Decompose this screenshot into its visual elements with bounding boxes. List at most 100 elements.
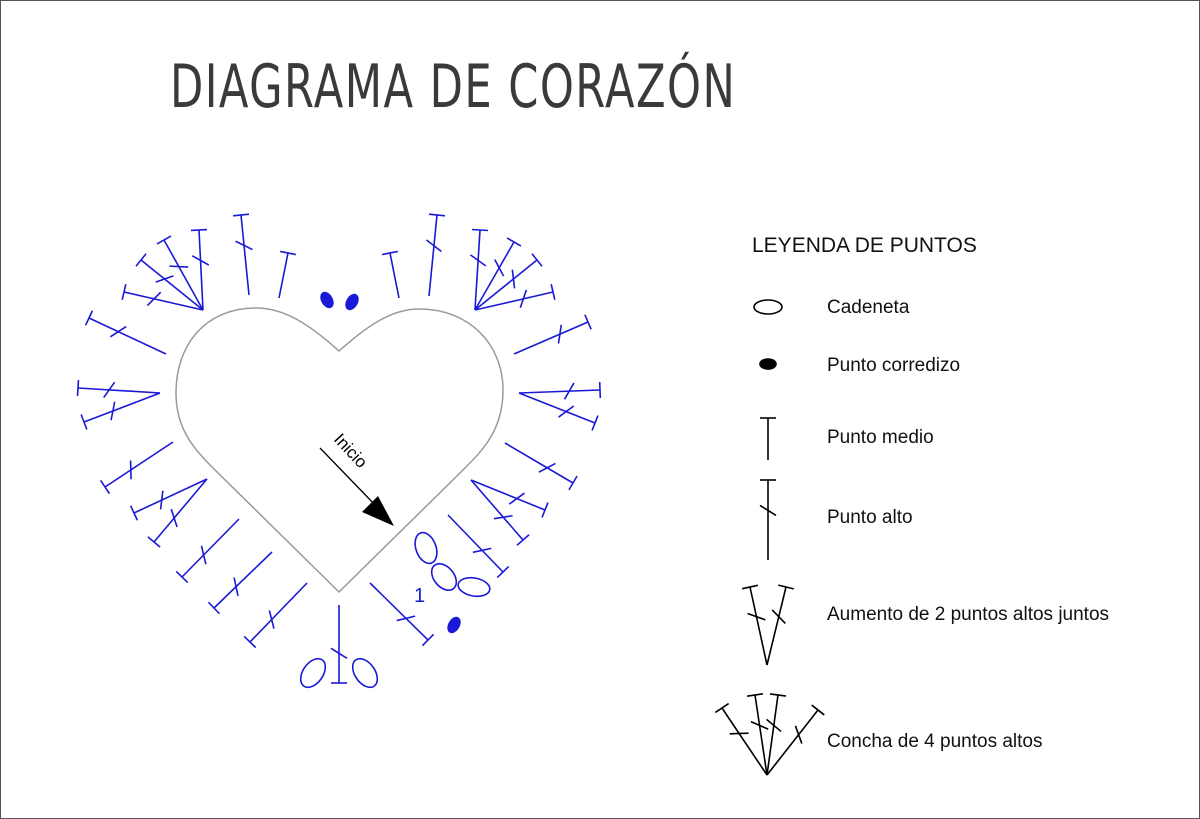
legend-title: LEYENDA DE PUNTOS bbox=[752, 234, 977, 257]
stitch-top-bar bbox=[129, 505, 139, 521]
stitch-post bbox=[428, 214, 438, 297]
stitch-crossbar bbox=[538, 462, 556, 473]
stitch-top-bar bbox=[568, 475, 578, 491]
stitch-top-bar bbox=[279, 250, 297, 256]
stitch-top-bar bbox=[121, 284, 127, 300]
stitch-post bbox=[213, 551, 273, 609]
stitch-crossbar bbox=[563, 382, 575, 400]
stitch-crossbar bbox=[200, 545, 207, 565]
stitch-top-bar bbox=[190, 228, 208, 232]
stitch-crossbar bbox=[159, 490, 164, 510]
stitch-top-bar bbox=[516, 534, 530, 546]
stitch-crossbar bbox=[268, 610, 275, 629]
stitch-top-bar bbox=[156, 235, 172, 245]
double-stitch bbox=[426, 213, 446, 297]
stitch-top-bar bbox=[584, 314, 592, 330]
double-stitch bbox=[99, 441, 174, 495]
shell-stitch bbox=[469, 228, 489, 311]
legend-label-shell: Concha de 4 puntos altos bbox=[827, 731, 1043, 752]
stitch-crossbar bbox=[103, 381, 116, 399]
stitch-crossbar bbox=[170, 508, 178, 528]
stitch-top-bar bbox=[778, 584, 794, 590]
stitch-crossbar bbox=[235, 240, 253, 251]
increase-stitch bbox=[470, 479, 530, 546]
chain-icon bbox=[753, 299, 783, 315]
stitch-top-bar bbox=[746, 693, 764, 697]
increase-stitch bbox=[518, 392, 599, 431]
legend-label-double: Punto alto bbox=[827, 507, 913, 528]
increase-stitch bbox=[76, 379, 161, 399]
stitch-top-bar bbox=[80, 414, 88, 430]
stitch-post bbox=[470, 479, 546, 511]
double-stitch bbox=[504, 442, 578, 491]
stitch-post bbox=[754, 694, 768, 776]
shell-stitch bbox=[474, 284, 556, 311]
stitch-crossbar bbox=[146, 291, 162, 307]
stitch-crossbar bbox=[747, 612, 766, 621]
stitch-top-bar bbox=[76, 379, 80, 397]
stitch-crossbar bbox=[759, 504, 777, 517]
shell-stitch bbox=[156, 235, 204, 311]
stitch-top-bar bbox=[243, 635, 257, 649]
stitch-crossbar bbox=[155, 275, 174, 283]
stitch-crossbar bbox=[557, 324, 563, 344]
double-stitch bbox=[330, 605, 348, 684]
half-double-stitch-icon bbox=[760, 417, 776, 460]
shell-icon bbox=[746, 693, 769, 776]
stitch-crossbar bbox=[109, 325, 127, 338]
stitch-top-bar bbox=[550, 284, 556, 300]
page-title: DIAGRAMA DE CORAZÓN bbox=[170, 52, 737, 122]
stitch-post bbox=[77, 387, 161, 394]
shell-icon bbox=[714, 702, 768, 776]
increase-stitch bbox=[147, 478, 208, 548]
stitch-top-bar bbox=[496, 565, 510, 579]
stitch-crossbar bbox=[330, 647, 348, 660]
stitch-post bbox=[83, 392, 161, 423]
slip-stitch-icon bbox=[759, 358, 777, 370]
start-arrow bbox=[319, 447, 394, 526]
stitch-post bbox=[513, 321, 589, 355]
shell-stitch bbox=[121, 284, 204, 311]
stitch-post bbox=[198, 229, 204, 311]
stitch-post bbox=[766, 586, 787, 666]
stitch-post bbox=[88, 317, 167, 355]
stitch-crossbar bbox=[493, 514, 513, 520]
double-stitch bbox=[175, 518, 240, 584]
stitch-post bbox=[133, 478, 208, 514]
double-stitch bbox=[232, 213, 253, 296]
stitch-top-bar bbox=[598, 381, 602, 399]
stitch-top-bar bbox=[421, 633, 435, 647]
stitch-post bbox=[153, 478, 208, 543]
slip-stitch bbox=[320, 291, 334, 309]
stitch-top-bar bbox=[742, 584, 758, 590]
stitch-post bbox=[181, 518, 240, 578]
stitch-crossbar bbox=[729, 732, 749, 735]
stitch-post bbox=[278, 252, 289, 299]
stitch-top-bar bbox=[84, 310, 94, 326]
stitch-top-bar bbox=[531, 253, 543, 267]
stitch-crossbar bbox=[519, 289, 528, 309]
double-stitch bbox=[207, 551, 273, 615]
legend-label-increase: Aumento de 2 puntos altos juntos bbox=[827, 604, 1110, 625]
stitch-top-bar bbox=[381, 250, 399, 256]
stitch-crossbar bbox=[750, 720, 769, 730]
stitch-post bbox=[123, 291, 204, 311]
increase-stitch bbox=[129, 478, 208, 521]
chain-stitch bbox=[299, 657, 327, 689]
stitch-crossbar bbox=[169, 265, 189, 268]
half-double-stitch bbox=[278, 250, 297, 299]
chain-stitch bbox=[457, 576, 491, 598]
shell-icon bbox=[766, 693, 787, 776]
stitch-post bbox=[249, 582, 308, 643]
stitch-post bbox=[474, 241, 515, 311]
stitch-crossbar bbox=[771, 609, 786, 624]
shell-stitch bbox=[474, 253, 543, 311]
stitch-top-bar bbox=[769, 693, 787, 697]
increase-stitch bbox=[518, 381, 602, 400]
stitch-top-bar bbox=[232, 213, 250, 217]
stitch-post bbox=[766, 709, 819, 776]
stitch-top-bar bbox=[541, 502, 549, 518]
stitch-top-bar bbox=[99, 479, 111, 495]
stitch-post bbox=[504, 442, 574, 484]
